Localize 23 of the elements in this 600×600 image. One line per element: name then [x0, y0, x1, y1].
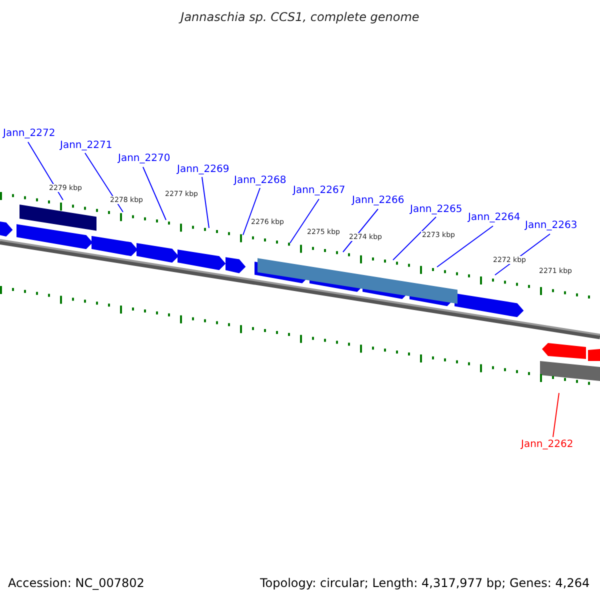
leader-line — [202, 176, 210, 228]
leader-line — [84, 152, 124, 212]
leader-line — [290, 198, 320, 244]
gene-label: Jann_2267 — [293, 185, 346, 196]
gene-label: Jann_2268 — [234, 175, 286, 186]
footer-text: Topology: circular; Length: 4,317,977 bp; Genes: 4,264 — [260, 576, 590, 590]
gene-label: Jann_2262 — [521, 439, 574, 450]
title: Jannaschia sp. CCS1, complete genome — [178, 10, 420, 24]
gene-label: Jann_2271 — [60, 140, 112, 151]
leader-line — [552, 392, 560, 438]
leader-line — [28, 142, 64, 200]
gene-label: Jann_2263 — [525, 220, 578, 231]
footer-text: Accession: NC_007802 — [8, 576, 144, 590]
gene-label: Jann_2272 — [3, 128, 56, 139]
leader-line — [242, 188, 260, 236]
gene-label: Jann_2264 — [468, 212, 520, 223]
leader-line — [392, 216, 436, 260]
gene-label: Jann_2265 — [410, 204, 462, 215]
gene-label: Jann_2270 — [118, 153, 170, 164]
gene-label: Jann_2266 — [352, 195, 404, 206]
leader-line — [436, 226, 494, 268]
gene-label: Jann_2269 — [177, 164, 230, 175]
leader-line — [142, 166, 166, 220]
